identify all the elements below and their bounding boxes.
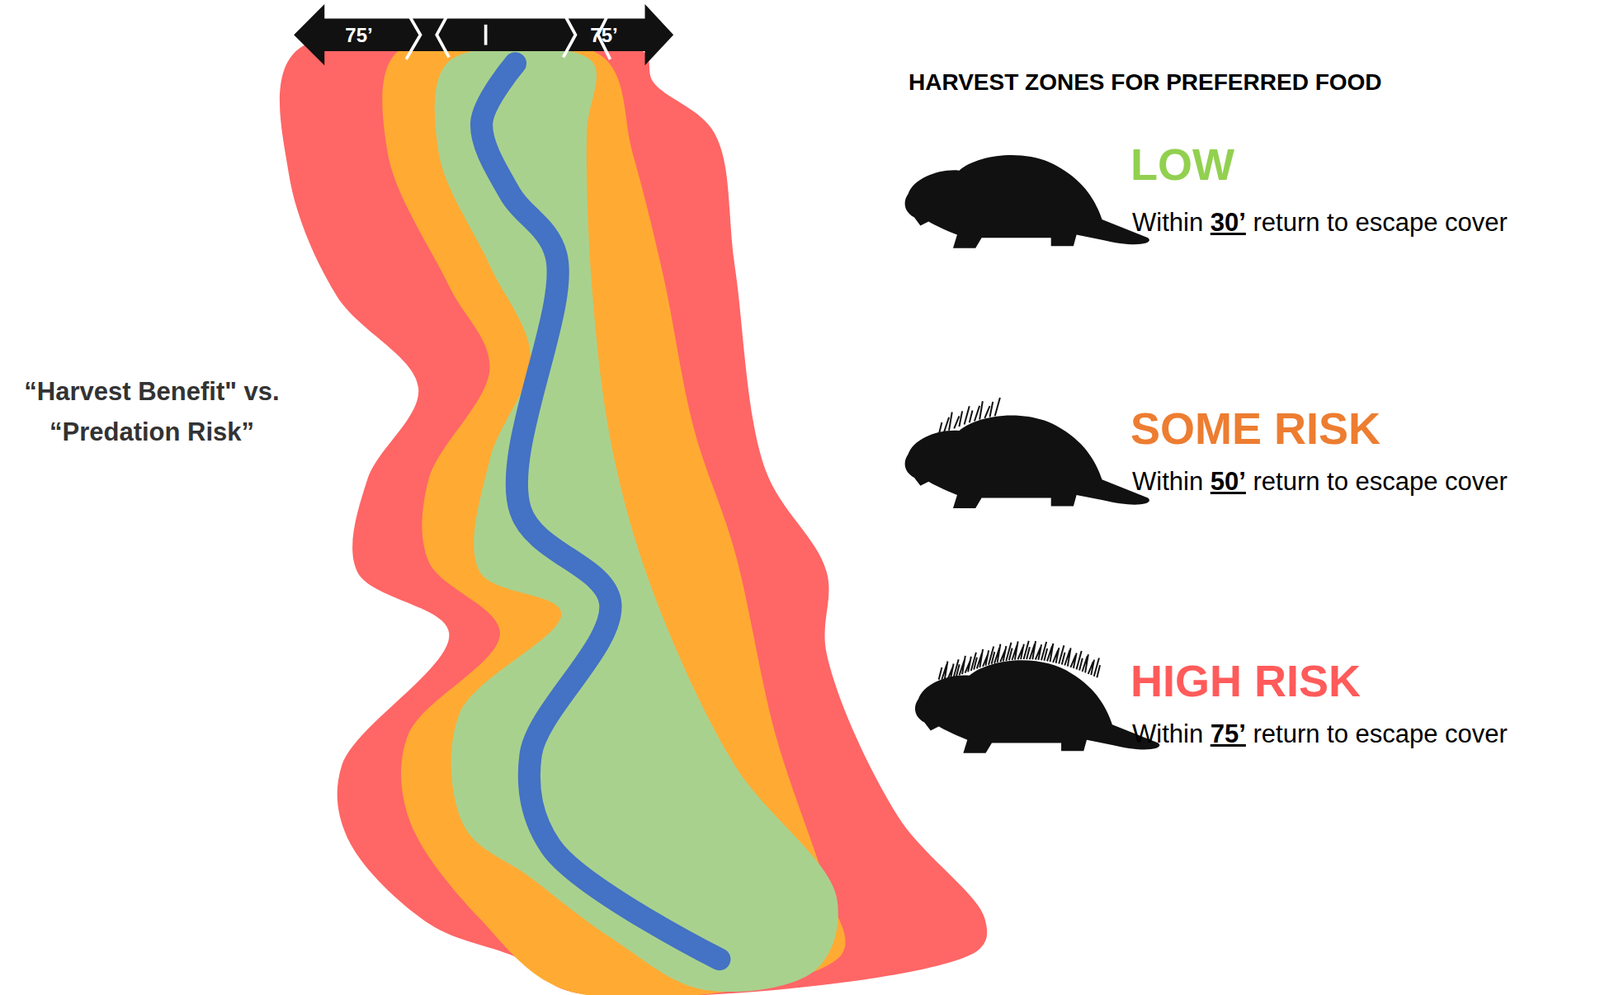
dimension-label: 75’ [589,23,618,48]
beaver-silhouette [905,397,1150,509]
risk-level: LOW [1130,140,1235,189]
legend-title: HARVEST ZONES FOR PREFERRED FOOD [908,69,1383,96]
beaver-silhouette [915,641,1160,754]
risk-level: HIGH RISK [1130,656,1361,706]
double-arrow [293,4,674,66]
arrow-mark [563,12,576,57]
risk-note: Within 50’ return to escape cover [1132,467,1508,497]
river-zones [275,0,987,995]
beaver-body [905,415,1150,509]
arrow-mark [436,12,449,57]
some-risk-zone [382,33,845,995]
beaver-silhouette [905,155,1150,249]
arrow-mark [405,10,421,60]
stream [481,63,720,960]
beaver-icons [905,155,1161,754]
dimension-arrow [293,4,674,66]
side-heading: “Harvest Benefit" vs. “Predation Risk” [3,371,301,453]
risk-note: Within 75’ return to escape cover [1132,719,1508,750]
low-risk-zone [434,46,839,992]
center-tick [484,24,488,46]
risk-level: SOME RISK [1130,404,1381,454]
quill-hairs [939,397,1001,435]
dimension-label: 75’ [344,23,373,48]
quill-hairs [939,641,1100,680]
beaver-body [905,155,1150,249]
risk-note: Within 30’ return to escape cover [1132,207,1508,238]
